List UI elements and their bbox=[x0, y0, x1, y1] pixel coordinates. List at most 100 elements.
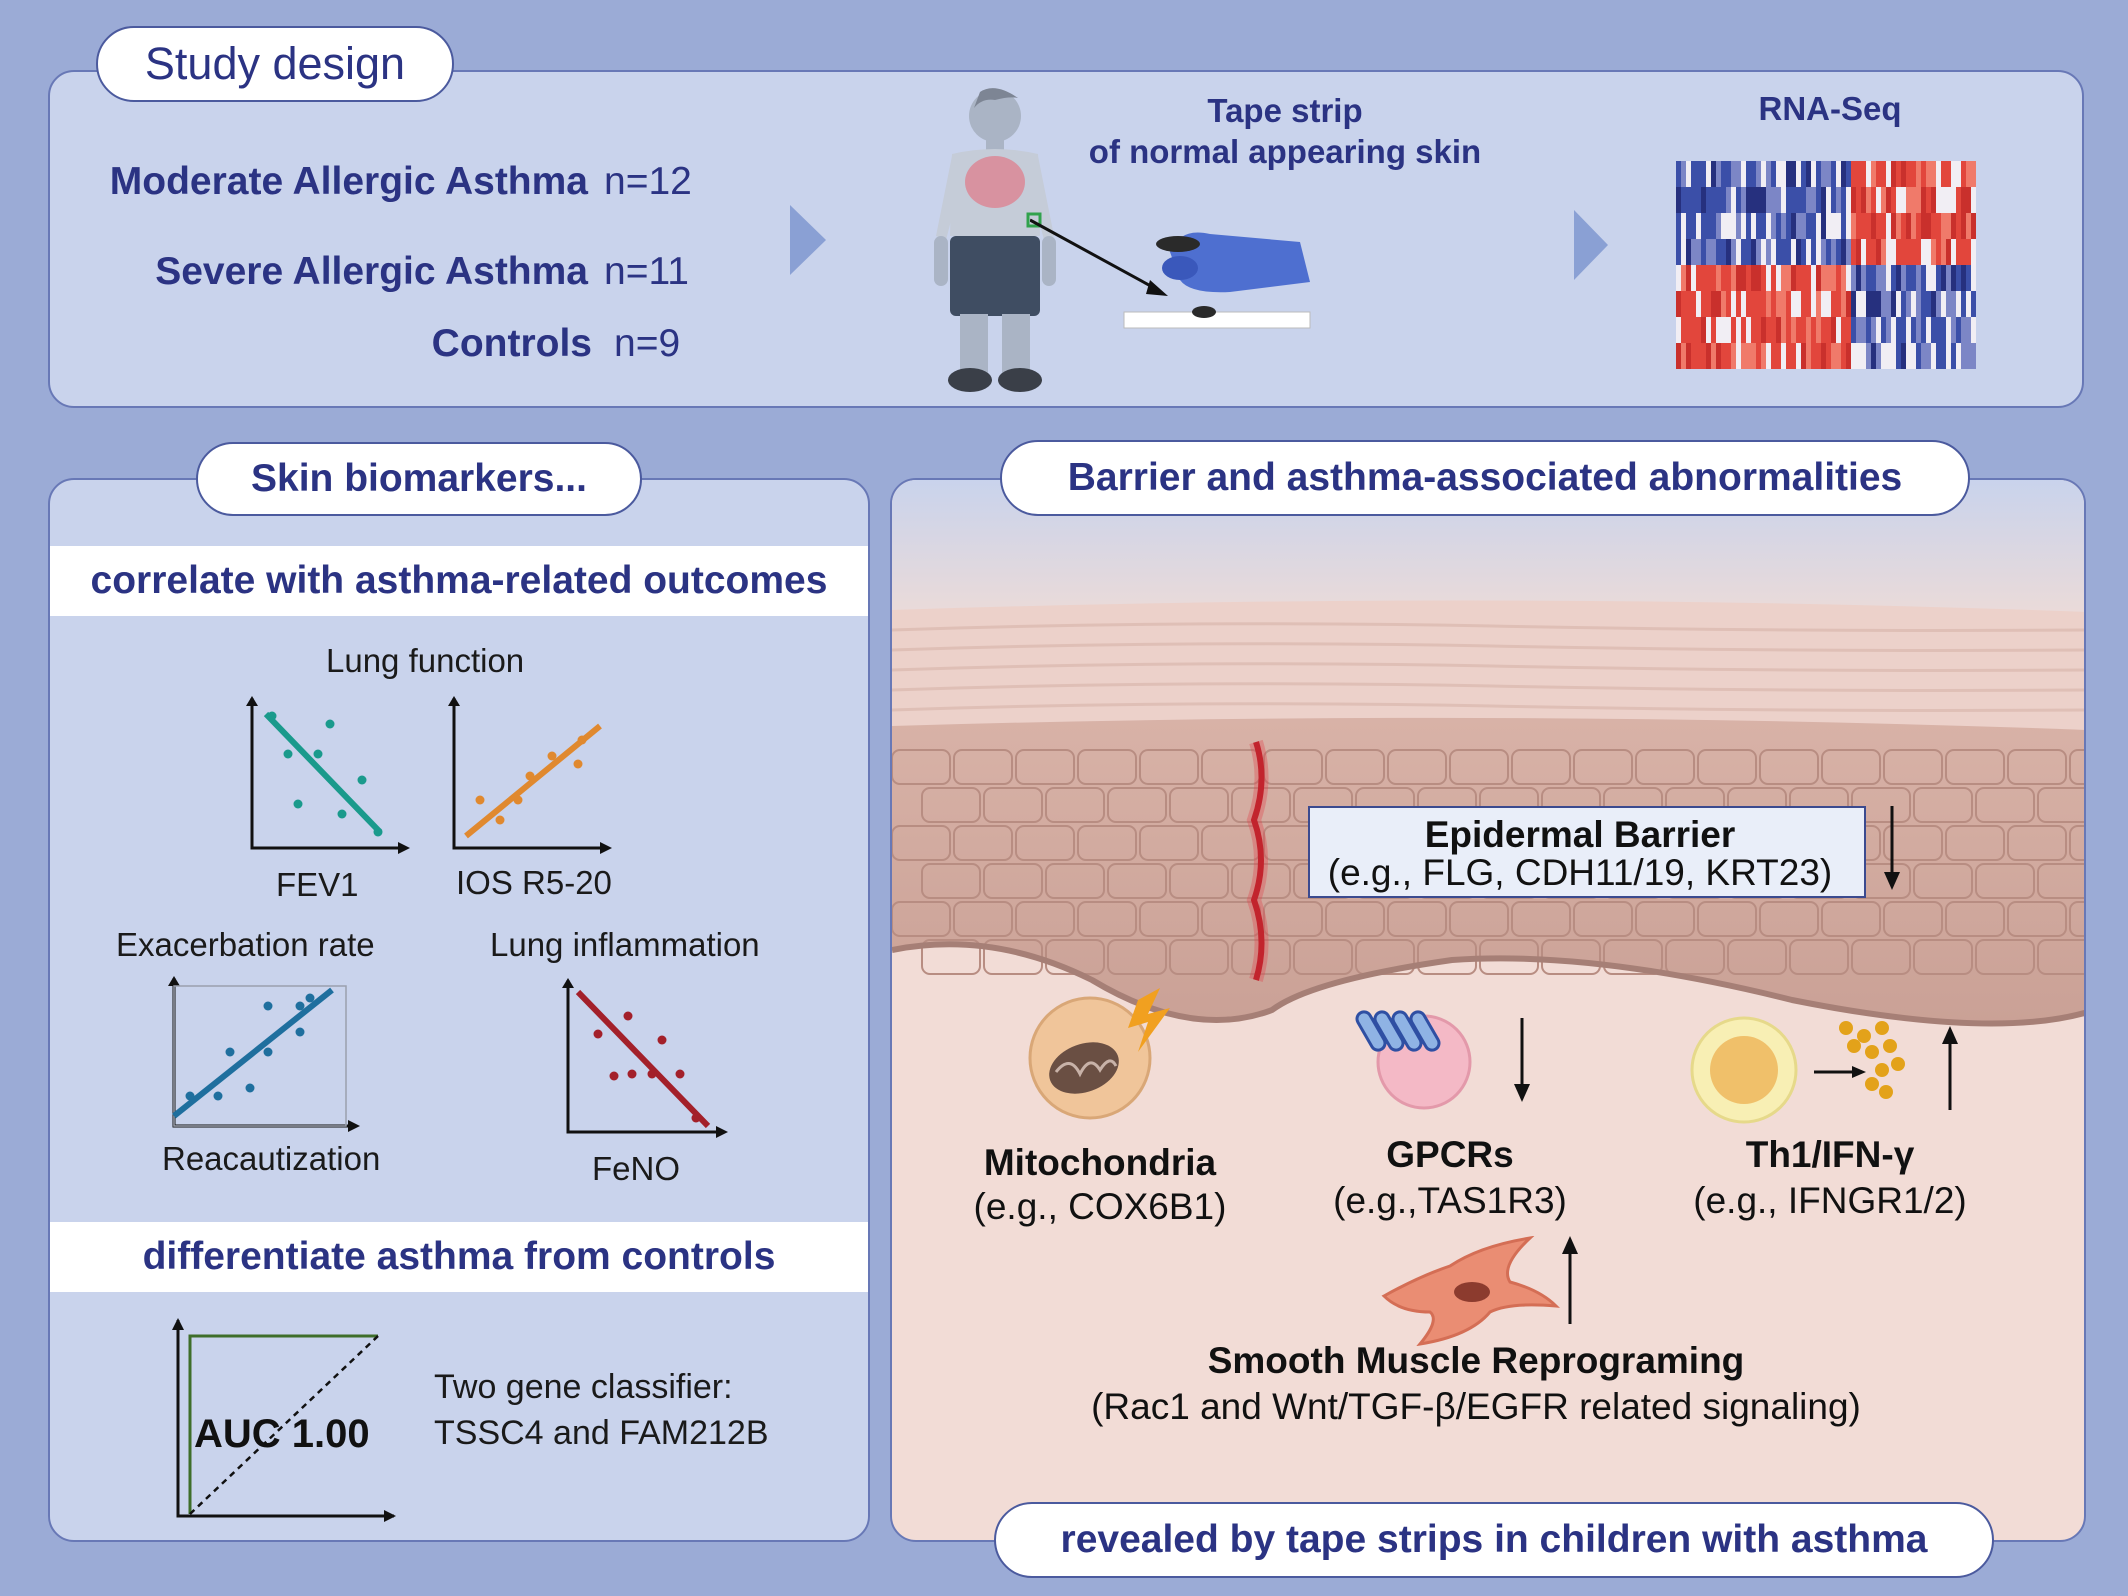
heatmap-cell bbox=[1916, 187, 1922, 214]
heatmap-cell bbox=[1791, 291, 1797, 318]
heatmap-cell bbox=[1746, 187, 1752, 214]
heatmap-cell bbox=[1801, 291, 1807, 318]
epidermis-cell bbox=[1107, 863, 1167, 899]
group-controls-label: Controls bbox=[431, 322, 592, 365]
heatmap-cell bbox=[1786, 265, 1792, 292]
heatmap-cell bbox=[1816, 239, 1822, 266]
heatmap-cell bbox=[1681, 291, 1687, 318]
heatmap-cell bbox=[1871, 213, 1877, 240]
heatmap-cell bbox=[1946, 343, 1952, 369]
heatmap-cell bbox=[1726, 187, 1732, 214]
heatmap-cell bbox=[1836, 291, 1842, 318]
heatmap-cell bbox=[1761, 239, 1767, 266]
heatmap-cell bbox=[1806, 213, 1812, 240]
epidermal-barrier-title: Epidermal Barrier bbox=[1424, 814, 1736, 855]
heatmap-cell bbox=[1746, 213, 1752, 240]
heatmap-cell bbox=[1941, 343, 1947, 369]
barrier-footer: revealed by tape strips in children with… bbox=[994, 1502, 1994, 1578]
heatmap-cell bbox=[1786, 291, 1792, 318]
heatmap-cell bbox=[1851, 317, 1857, 344]
heatmap-cell bbox=[1701, 239, 1707, 266]
heatmap-cell bbox=[1811, 161, 1817, 188]
heatmap-cell bbox=[1691, 161, 1697, 188]
heatmap-cell bbox=[1801, 317, 1807, 344]
heatmap-cell bbox=[1966, 317, 1972, 344]
heatmap-cell bbox=[1676, 239, 1682, 266]
heatmap-cell bbox=[1871, 291, 1877, 318]
heatmap-cell bbox=[1871, 343, 1877, 369]
heatmap-cell bbox=[1916, 213, 1922, 240]
heatmap-cell bbox=[1716, 291, 1722, 318]
mitochondria-example: (e.g., COX6B1) bbox=[973, 1186, 1227, 1227]
heatmap-cell bbox=[1701, 187, 1707, 214]
heatmap-cell bbox=[1791, 161, 1797, 188]
heatmap-cell bbox=[1846, 291, 1852, 318]
increase-arrow-icon bbox=[1562, 1236, 1578, 1324]
heatmap-cell bbox=[1881, 291, 1887, 318]
heatmap-cell bbox=[1731, 317, 1737, 344]
heatmap-cell bbox=[1861, 265, 1867, 292]
heatmap-cell bbox=[1746, 239, 1752, 266]
roc-curve-plot bbox=[172, 1318, 396, 1522]
heatmap-cell bbox=[1946, 239, 1952, 266]
heatmap-cell bbox=[1686, 291, 1692, 318]
heatmap-cell bbox=[1771, 317, 1777, 344]
heatmap-cell bbox=[1866, 291, 1872, 318]
heatmap-cell bbox=[1706, 239, 1712, 266]
epidermis-cell bbox=[1759, 901, 1819, 937]
epidermis-cell bbox=[1913, 939, 1973, 975]
heatmap-cell bbox=[1756, 291, 1762, 318]
heatmap-cell bbox=[1921, 187, 1927, 214]
heatmap-cell bbox=[1716, 213, 1722, 240]
heatmap-cell bbox=[1711, 265, 1717, 292]
epidermis-cell bbox=[1077, 901, 1137, 937]
heatmap-cell bbox=[1931, 317, 1937, 344]
heatmap-cell bbox=[1691, 265, 1697, 292]
heatmap-cell bbox=[1716, 239, 1722, 266]
heatmap-cell bbox=[1961, 187, 1967, 214]
heatmap-cell bbox=[1891, 265, 1897, 292]
heatmap-cell bbox=[1906, 343, 1912, 369]
heatmap-cell bbox=[1696, 291, 1702, 318]
heatmap-cell bbox=[1751, 265, 1757, 292]
heatmap-cell bbox=[1716, 265, 1722, 292]
heatmap-cell bbox=[1776, 317, 1782, 344]
heatmap-cell bbox=[1961, 161, 1967, 188]
epidermis-cell bbox=[1945, 825, 2005, 861]
flow-arrow-icon bbox=[790, 205, 826, 275]
heatmap-cell bbox=[1801, 161, 1807, 188]
heatmap-cell bbox=[1711, 343, 1717, 369]
heatmap-cell bbox=[1736, 187, 1742, 214]
epidermis-cell bbox=[2037, 863, 2084, 899]
heatmap-cell bbox=[1796, 343, 1802, 369]
heatmap-cell bbox=[1756, 239, 1762, 266]
epidermis-cell bbox=[1851, 939, 1911, 975]
heatmap-cell bbox=[1961, 239, 1967, 266]
heatmap-cell bbox=[1706, 291, 1712, 318]
heatmap-cell bbox=[1816, 291, 1822, 318]
heatmap-cell bbox=[1966, 265, 1972, 292]
heatmap-cell bbox=[1796, 161, 1802, 188]
heatmap-cell bbox=[1841, 187, 1847, 214]
heatmap-cell bbox=[1771, 161, 1777, 188]
heatmap-cell bbox=[1806, 161, 1812, 188]
heatmap-cell bbox=[1806, 265, 1812, 292]
heatmap-cell bbox=[1686, 161, 1692, 188]
heatmap-cell bbox=[1766, 317, 1772, 344]
heatmap-cell bbox=[1931, 265, 1937, 292]
heatmap-cell bbox=[1911, 239, 1917, 266]
heatmap-cell bbox=[1681, 187, 1687, 214]
heatmap-cell bbox=[1856, 161, 1862, 188]
heatmap-cell bbox=[1846, 265, 1852, 292]
heatmap-cell bbox=[1786, 239, 1792, 266]
heatmap-cell bbox=[1736, 317, 1742, 344]
heatmap-cell bbox=[1766, 343, 1772, 369]
heatmap-cell bbox=[1931, 291, 1937, 318]
heatmap-cell bbox=[1921, 343, 1927, 369]
heatmap-cell bbox=[1911, 213, 1917, 240]
heatmap-cell bbox=[1936, 239, 1942, 266]
heatmap-cell bbox=[1971, 317, 1976, 344]
heatmap-cell bbox=[1706, 343, 1712, 369]
heatmap-cell bbox=[1746, 265, 1752, 292]
heatmap-cell bbox=[1891, 161, 1897, 188]
